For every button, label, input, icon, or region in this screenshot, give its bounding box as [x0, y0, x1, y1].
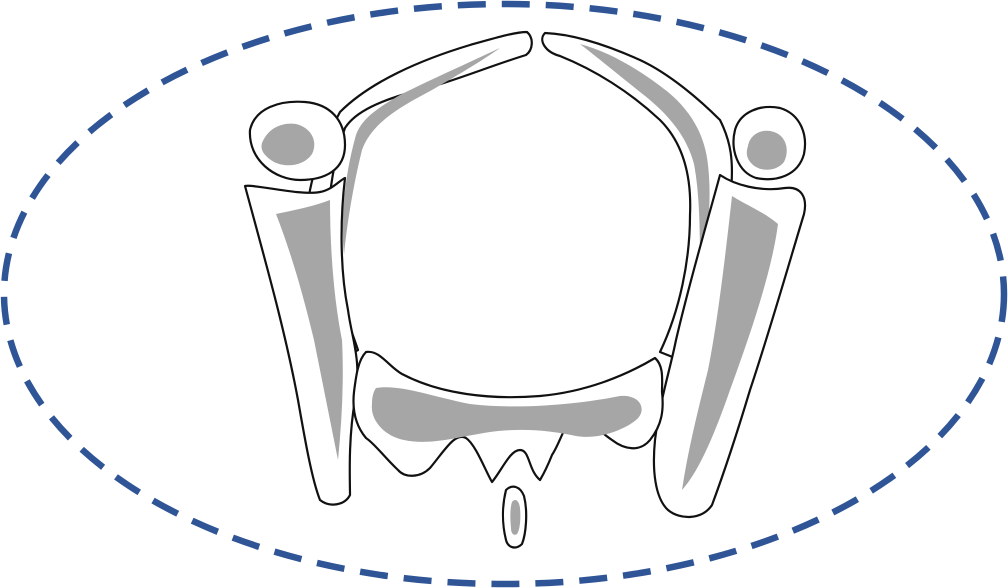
right-foramen-marrow	[747, 131, 787, 170]
anterior-tubercle-marrow	[510, 500, 520, 535]
